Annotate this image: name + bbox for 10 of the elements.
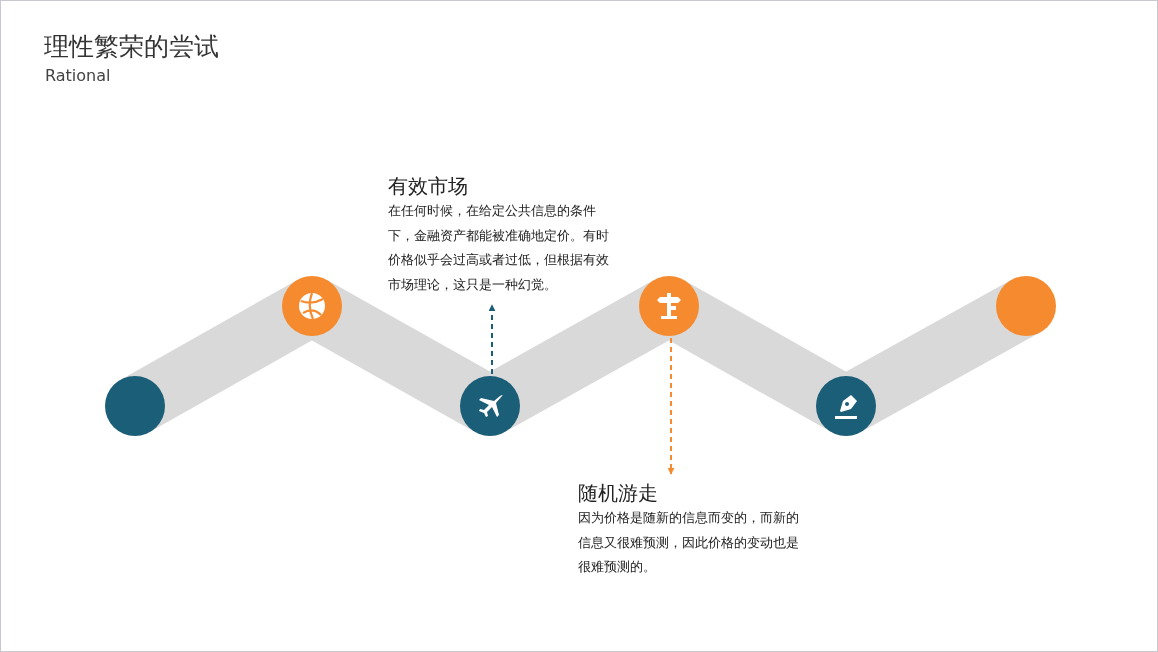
arrow [667, 337, 675, 475]
circle-marker [105, 376, 165, 436]
description-text: 因为价格是随新的信息而变的，而新的信息又很难预测，因此价格的变动也是很难预测的。 [578, 509, 800, 576]
subtitle: Rational [45, 66, 111, 85]
slide-title: 理性繁荣的尝试 [44, 31, 219, 63]
heading: 随机游走 [578, 480, 658, 506]
heading: 有效市场 [388, 173, 468, 199]
description-text: 在任何时候，在给定公共信息的条件下，金融资产都能被准确地定价。有时价格似乎会过高或者过低，但根据有效市场理论，这只是一种幻觉。 [388, 202, 610, 294]
circle-marker [996, 276, 1056, 336]
arrow [488, 304, 496, 375]
